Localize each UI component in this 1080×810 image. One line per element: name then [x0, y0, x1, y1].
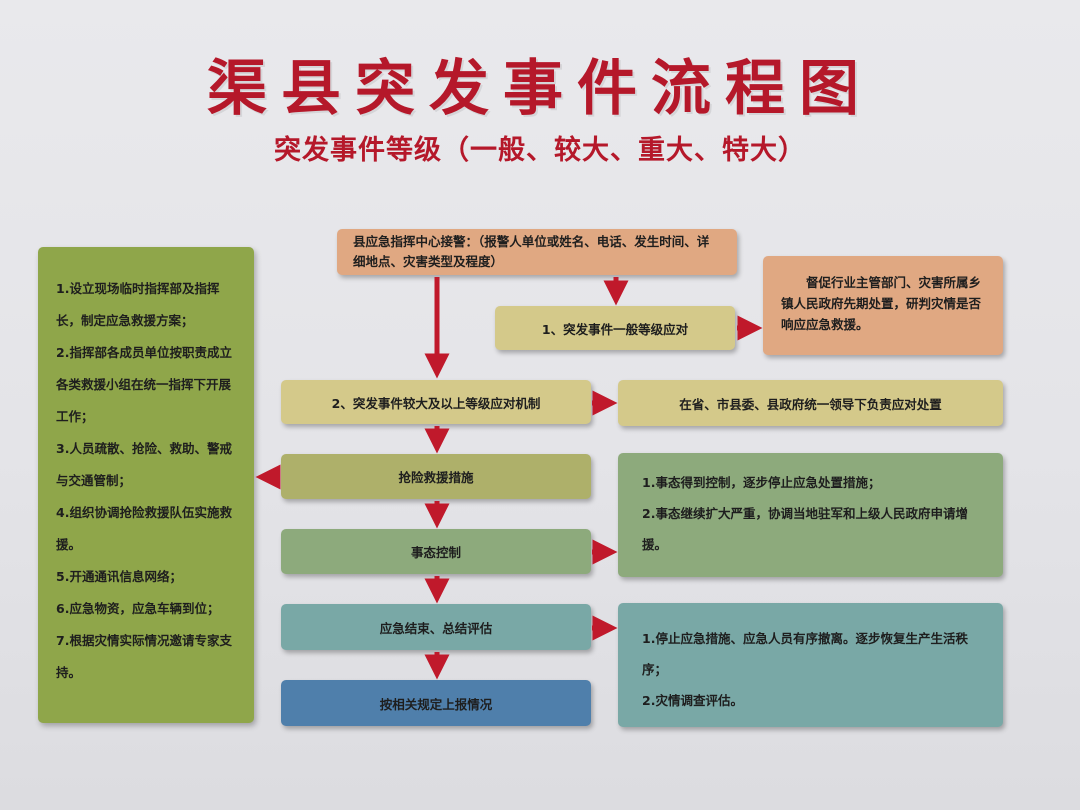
- receive-alarm-box: 县应急指挥中心接警：（报警人单位或姓名、电话、发生时间、详细地点、灾害类型及程度…: [337, 229, 737, 275]
- panel-item: 3.人员疏散、抢险、救助、警戒与交通管制；: [56, 441, 232, 488]
- end-text: 应急结束、总结评估: [379, 620, 493, 636]
- control-notes-box: 1.事态得到控制，逐步停止应急处置措施； 2.事态继续扩大严重，协调当地驻军和上…: [618, 453, 1003, 577]
- general-response-text: 1、突发事件一般等级应对: [541, 321, 689, 337]
- general-response-box: 1、突发事件一般等级应对: [495, 306, 735, 350]
- panel-item: 2.指挥部各成员单位按职责成立各类救援小组在统一指挥下开展工作；: [56, 345, 232, 424]
- page-subtitle: 突发事件等级（一般、较大、重大、特大）: [274, 135, 806, 166]
- control-text: 事态控制: [410, 545, 461, 560]
- control-box: 事态控制: [281, 529, 591, 574]
- report-text: 按相关规定上报情况: [379, 696, 493, 712]
- panel-item: 7.根据灾情实际情况邀请专家支持。: [56, 633, 232, 680]
- panel-item: 6.应急物资，应急车辆到位；: [56, 601, 220, 616]
- end-notes-box: 1.停止应急措施、应急人员有序撤离。逐步恢复生产生活秩序； 2.灾情调查评估。: [618, 603, 1003, 727]
- major-response-text: 2、突发事件较大及以上等级应对机制: [331, 395, 541, 411]
- control-note-item: 1.事态得到控制，逐步停止应急处置措施；: [642, 475, 881, 490]
- rescue-text: 抢险救援措施: [398, 470, 474, 485]
- control-note-item: 2.事态继续扩大严重，协调当地驻军和上级人民政府申请增援。: [642, 506, 968, 552]
- rescue-measures-panel: 1.设立现场临时指挥部及指挥长，制定应急救援方案； 2.指挥部各成员单位按职责成…: [38, 247, 254, 723]
- panel-item: 5.开通通讯信息网络；: [56, 569, 182, 584]
- rescue-box: 抢险救援措施: [281, 454, 591, 499]
- general-note-box: 督促行业主管部门、灾害所属乡镇人民政府先期处置，研判灾情是否响应应急救援。: [763, 256, 1003, 355]
- major-note-box: 在省、市县委、县政府统一领导下负责应对处置: [618, 380, 1003, 426]
- page-title: 渠县突发事件流程图: [207, 54, 873, 124]
- end-box: 应急结束、总结评估: [281, 604, 591, 650]
- panel-item: 1.设立现场临时指挥部及指挥长，制定应急救援方案；: [56, 281, 220, 328]
- receive-alarm-text: 县应急指挥中心接警：（报警人单位或姓名、电话、发生时间、详细地点、灾害类型及程度…: [353, 234, 710, 269]
- end-note-item: 1.停止应急措施、应急人员有序撤离。逐步恢复生产生活秩序；: [642, 631, 968, 677]
- general-note-text: 督促行业主管部门、灾害所属乡镇人民政府先期处置，研判灾情是否响应应急救援。: [781, 275, 982, 332]
- panel-item: 4.组织协调抢险救援队伍实施救援。: [56, 505, 232, 552]
- major-response-box: 2、突发事件较大及以上等级应对机制: [281, 380, 591, 424]
- major-note-text: 在省、市县委、县政府统一领导下负责应对处置: [679, 396, 942, 412]
- end-note-item: 2.灾情调查评估。: [642, 693, 743, 708]
- report-box: 按相关规定上报情况: [281, 680, 591, 726]
